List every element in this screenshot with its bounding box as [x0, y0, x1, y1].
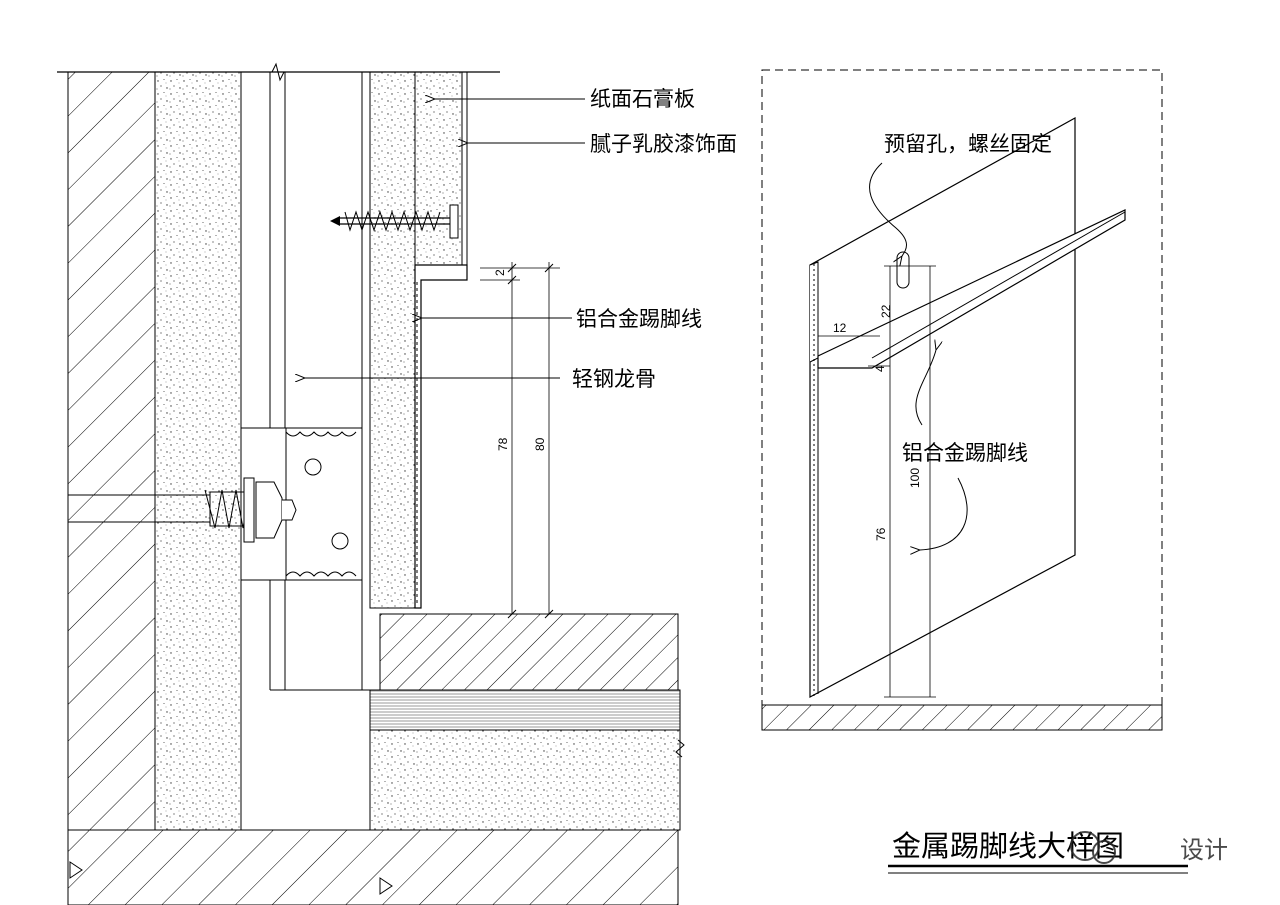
aluminum-skirting-profile	[414, 264, 468, 609]
dim-76: 76	[874, 527, 888, 541]
screw	[330, 204, 459, 239]
floor-mortar	[369, 689, 681, 731]
dim-100: 100	[908, 468, 922, 488]
detail-frame	[761, 69, 1163, 731]
gypsum-board-layer	[369, 71, 416, 609]
plaster-layer	[154, 71, 242, 831]
label-reserved-hole: 预留孔，螺丝固定	[884, 132, 1052, 156]
floor-stone	[379, 613, 679, 691]
section-dimensions: 2 78 80	[480, 262, 560, 619]
label-gypsum-board: 纸面石膏板	[590, 87, 695, 111]
dim-80: 80	[533, 437, 547, 451]
skirting-plate	[809, 116, 1076, 699]
drawing-title: 金属踢脚线大样图	[888, 829, 1188, 874]
floor-slab	[67, 829, 679, 905]
dim-78: 78	[496, 437, 510, 451]
label-aluminum-skirting: 铝合金踢脚线	[576, 307, 702, 331]
concrete-wall	[67, 71, 156, 831]
floor-screed	[369, 729, 681, 831]
watermark-text: 设计	[1180, 836, 1228, 864]
dim-22: 22	[879, 304, 893, 318]
expansion-bolt	[68, 477, 297, 543]
title-text: 金属踢脚线大样图	[892, 829, 1124, 863]
watermark: 设计	[1070, 831, 1228, 864]
dim-12: 12	[833, 321, 847, 335]
perspective-dimensions: 12 22 4 100 76	[818, 265, 936, 698]
label-light-steel-keel: 轻钢龙骨	[572, 367, 656, 391]
label-aluminum-skirting-3d: 铝合金踢脚线	[902, 441, 1028, 465]
dim-4: 4	[873, 365, 887, 372]
label-putty-latex-finish: 腻子乳胶漆饰面	[590, 132, 737, 156]
skirting-flange	[817, 209, 1126, 369]
dim-gap: 2	[493, 269, 507, 276]
section-view: 2 78 80 纸面石膏板 腻子乳胶漆饰面 铝合金踢脚线 轻钢龙骨	[57, 62, 737, 905]
ground-hatch	[761, 704, 1163, 731]
reserved-hole	[896, 251, 910, 289]
perspective-view: 12 22 4 100 76 预留孔，螺丝固定 铝合金踢脚线	[761, 69, 1163, 731]
